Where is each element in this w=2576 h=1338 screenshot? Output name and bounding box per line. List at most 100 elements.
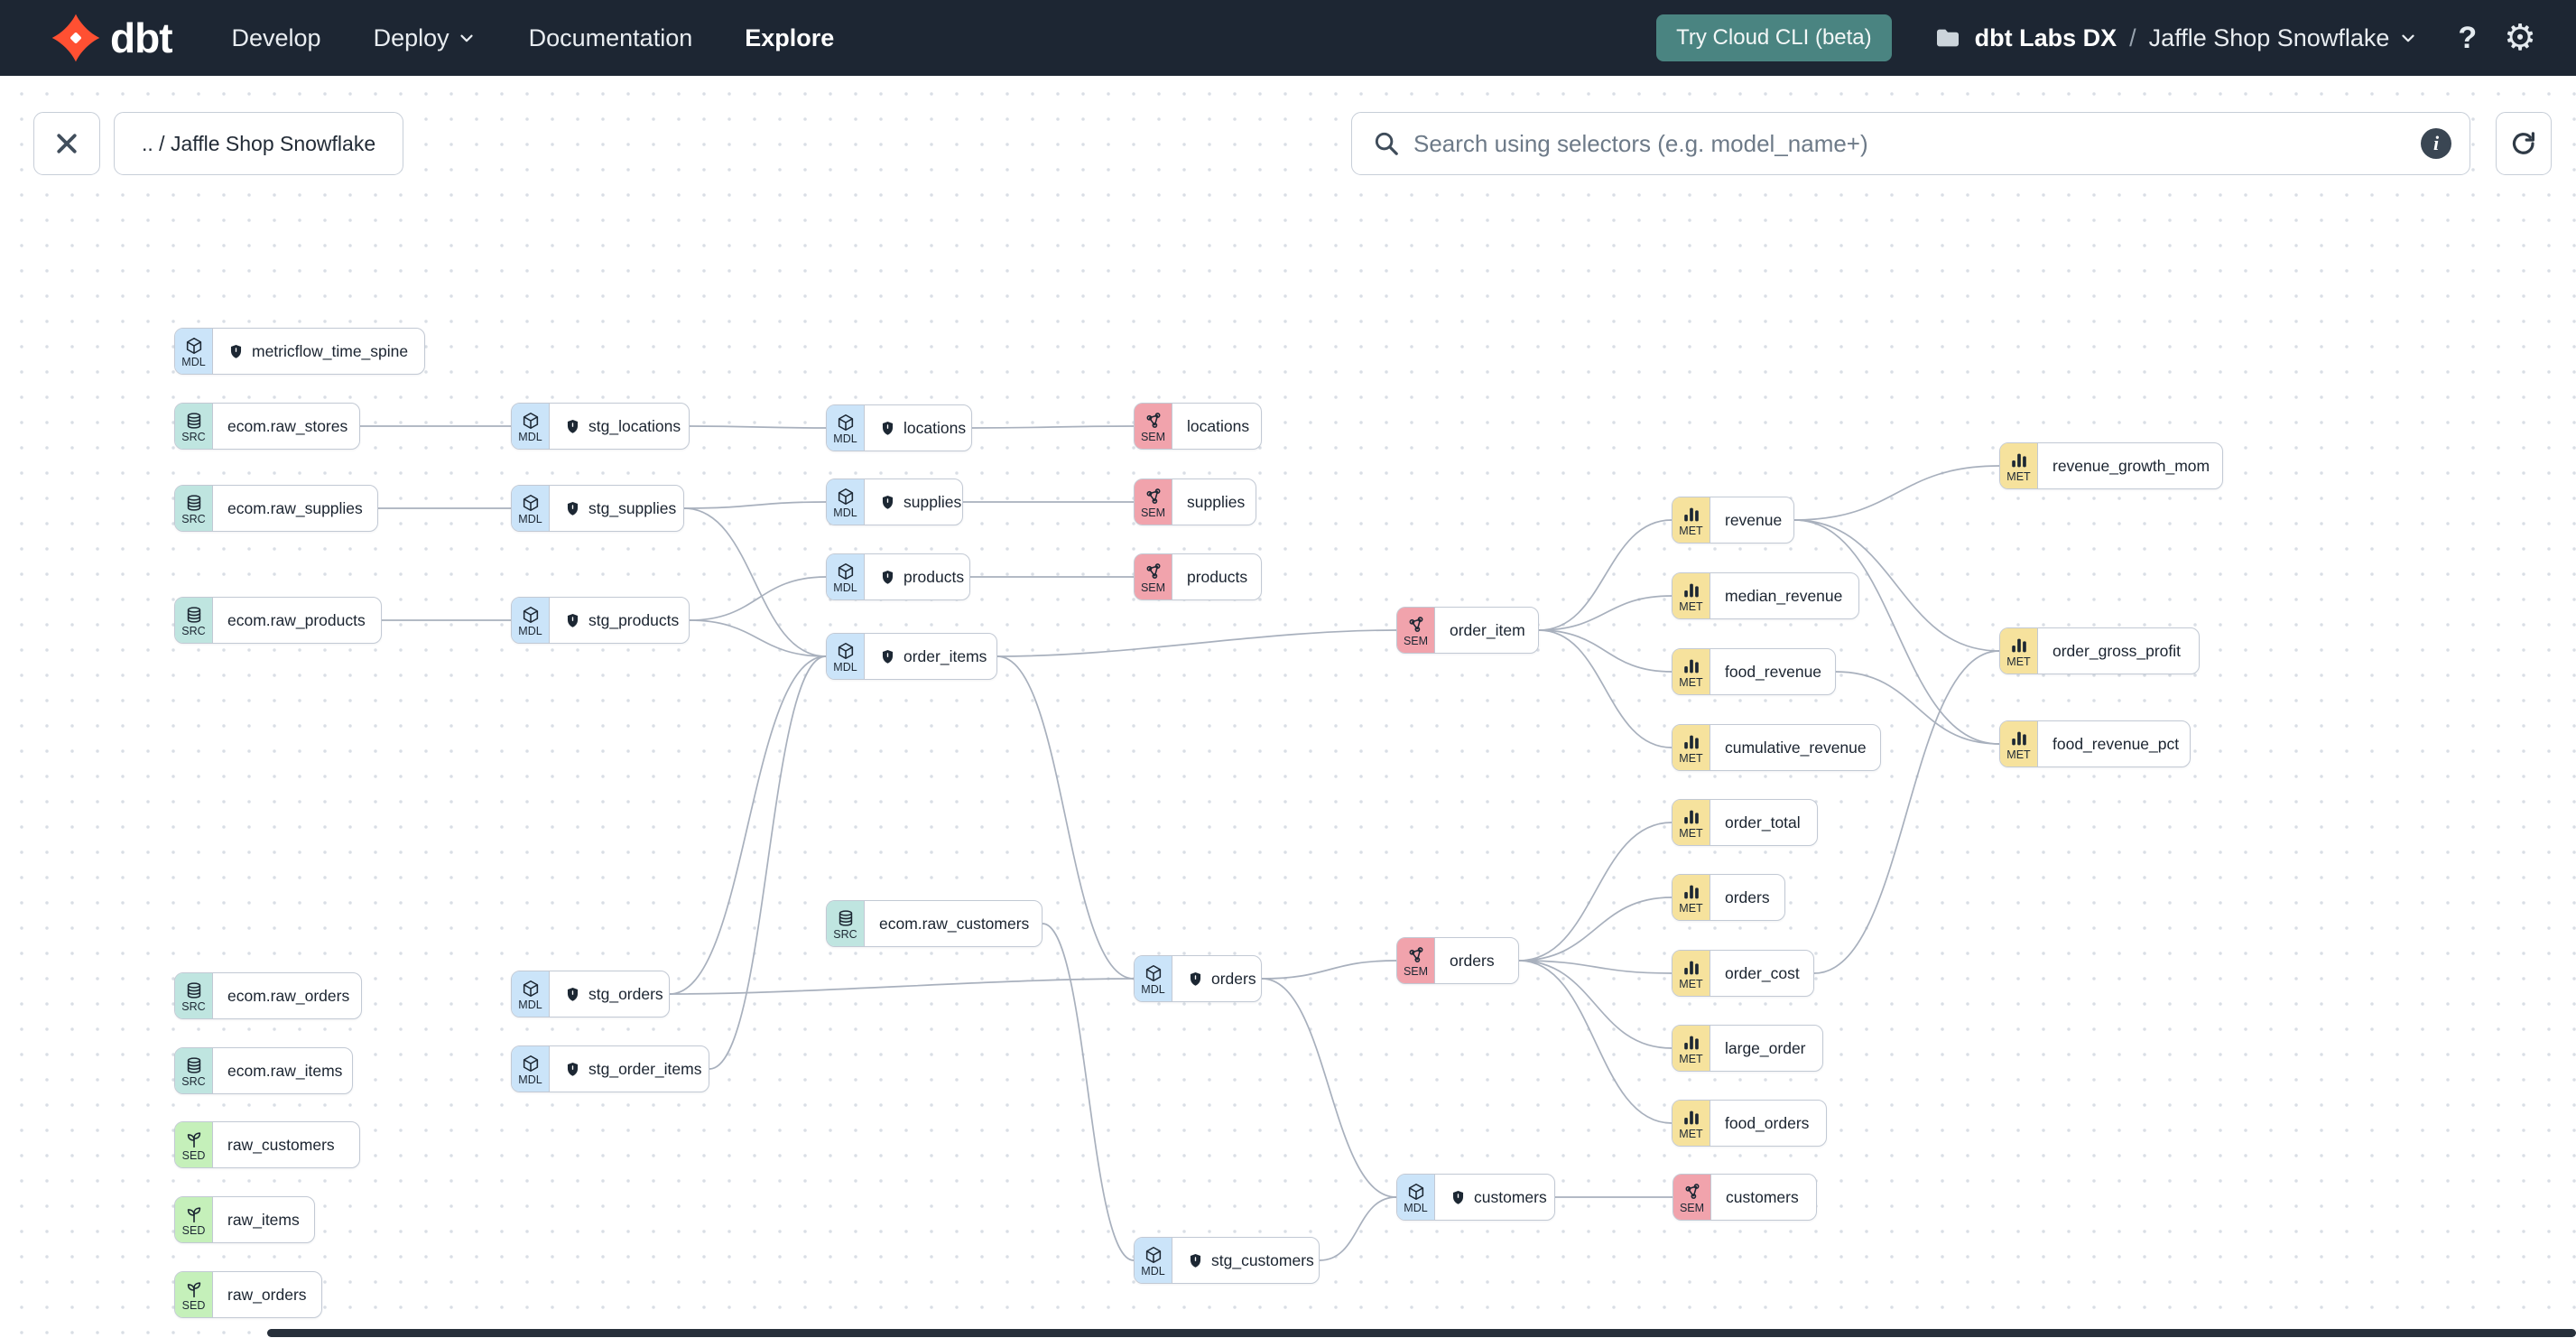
node-label: supplies	[1172, 479, 1259, 525]
shield-icon	[567, 1062, 579, 1076]
node-label-text: food_revenue_pct	[2052, 734, 2180, 753]
edge-met_revenue-to-met_food_revenue_pct	[1793, 519, 2000, 745]
graph-node-met_food_orders[interactable]: MET food_orders	[1672, 1100, 1827, 1147]
try-cloud-cli-button[interactable]: Try Cloud CLI (beta)	[1656, 14, 1892, 61]
cube-icon	[523, 980, 538, 998]
gear-icon[interactable]: ⚙	[2504, 18, 2536, 58]
edge-locations-to-sem_locations	[971, 425, 1135, 429]
badge-label: MDL	[518, 625, 542, 637]
help-icon[interactable]: ?	[2458, 20, 2478, 55]
nav-link-explore[interactable]: Explore	[745, 24, 834, 52]
graph-node-stg_products[interactable]: MDL stg_products	[511, 597, 690, 644]
shield-icon	[1190, 971, 1201, 986]
project-selector[interactable]: Jaffle Shop Snowflake	[2149, 24, 2419, 52]
close-icon	[57, 134, 77, 153]
node-label: food_revenue_pct	[2038, 721, 2193, 767]
horizontal-scrollbar-thumb[interactable]	[267, 1329, 2576, 1337]
node-label: stg_products	[550, 598, 693, 643]
mdl-badge: MDL	[827, 554, 865, 599]
nav-link-documentation[interactable]: Documentation	[529, 24, 693, 52]
badge-label: MET	[1679, 1128, 1703, 1140]
node-label-text: large_order	[1725, 1038, 1806, 1057]
nav-link-develop[interactable]: Develop	[232, 24, 321, 52]
nav-link-label: Develop	[231, 23, 321, 51]
badge-label: MDL	[833, 581, 857, 594]
badge-label: SEM	[1140, 581, 1166, 594]
database-icon	[187, 607, 200, 623]
node-label-text: food_orders	[1725, 1113, 1810, 1132]
seed-sprout-icon	[187, 1207, 200, 1223]
bar-chart-icon	[1683, 961, 1699, 975]
met-badge: MET	[1673, 800, 1710, 845]
bar-chart-icon	[1683, 885, 1699, 899]
node-label-text: locations	[903, 418, 967, 437]
badge-label: MDL	[1141, 983, 1165, 996]
node-label-text: raw_customers	[227, 1135, 335, 1154]
database-icon	[187, 413, 200, 429]
src-badge: SRC	[175, 1048, 213, 1093]
search-input[interactable]	[1413, 129, 2421, 158]
seed-sprout-icon	[187, 1282, 200, 1298]
lineage-breadcrumb[interactable]: .. / Jaffle Shop Snowflake	[114, 112, 404, 175]
node-label: locations	[865, 405, 980, 451]
node-label: order_items	[865, 634, 1001, 679]
node-label: stg_customers	[1172, 1238, 1329, 1283]
refresh-button[interactable]	[2496, 112, 2552, 175]
nav-links: Develop Deploy Documentation Explore	[232, 24, 835, 52]
node-label-text: order_item	[1450, 620, 1525, 639]
shield-icon	[882, 649, 894, 664]
info-icon[interactable]: i	[2421, 128, 2451, 159]
close-lineage-button[interactable]	[33, 112, 100, 175]
database-icon	[839, 910, 852, 926]
selector-searchbar[interactable]: i	[1351, 112, 2470, 175]
account-name[interactable]: dbt Labs DX	[1974, 23, 2117, 51]
node-label-text: orders	[1450, 951, 1495, 970]
cube-icon	[838, 562, 853, 581]
bar-chart-icon	[1683, 735, 1699, 749]
badge-label: SED	[181, 1299, 206, 1312]
node-label-text: revenue_growth_mom	[2052, 456, 2210, 475]
nav-link-deploy[interactable]: Deploy	[374, 24, 477, 52]
src-badge: SRC	[827, 901, 865, 946]
dbt-logo[interactable]: dbt	[51, 13, 173, 63]
